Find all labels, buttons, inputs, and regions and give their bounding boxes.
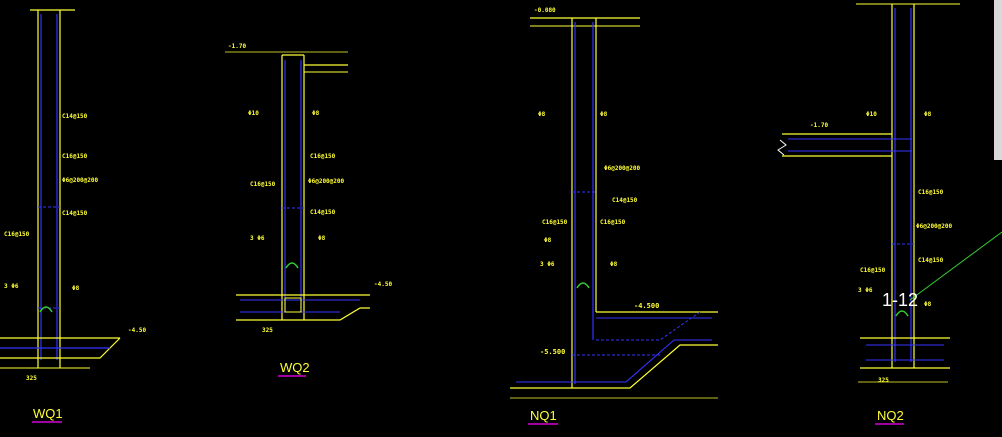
- nq2-title: NQ2: [877, 408, 904, 423]
- nq1-mid-elev: -4.500: [634, 302, 659, 310]
- wq2-section: -1.70 Φ10 Φ8 C16@150 Φ6@200@200 C14@150 …: [225, 43, 392, 377]
- nq2-slab: -1.70: [810, 122, 828, 129]
- nq1-section: -0.080 Φ8 Φ8 Φ6@200@200 C14@150 C16@150 …: [510, 7, 718, 425]
- wq1-base: 325: [26, 375, 37, 382]
- wq2-title: WQ2: [280, 360, 310, 375]
- wq1-left-3: Φ8: [72, 285, 80, 292]
- nq1-low-elev: -5.500: [540, 348, 565, 356]
- wq1-label-1: C14@150: [62, 113, 88, 120]
- nq2-b: Φ8: [924, 111, 932, 118]
- nq1-c: Φ6@200@200: [604, 165, 641, 172]
- wq1-left-2: 3 Φ6: [4, 283, 19, 290]
- nq1-h: 3 Φ6: [540, 261, 555, 268]
- nq1-top-elev: -0.080: [534, 7, 556, 14]
- wq2-elev: -4.50: [374, 281, 392, 288]
- nq2-e: C14@150: [918, 257, 944, 264]
- wq1-left-1: C16@150: [4, 231, 30, 238]
- wq1-title: WQ1: [33, 406, 63, 421]
- nq2-section: -1.70 Φ10 Φ8 C16@150 Φ6@200@200 C14@150 …: [777, 3, 1002, 425]
- nq1-a: Φ8: [538, 111, 546, 118]
- nq2-note: 1-12: [882, 290, 918, 310]
- wq2-b: Φ8: [312, 110, 320, 117]
- nq2-base: 325: [878, 377, 889, 384]
- wq2-f: C16@150: [250, 181, 276, 188]
- wq1-label-2: C16@150: [62, 153, 88, 160]
- nq2-a: Φ10: [866, 111, 877, 118]
- nq1-i: Φ8: [610, 261, 618, 268]
- nq1-g: Φ8: [544, 237, 552, 244]
- wq2-h: Φ8: [318, 235, 326, 242]
- wq2-d: Φ6@200@200: [308, 178, 345, 185]
- nq2-c: C16@150: [918, 189, 944, 196]
- wq1-section: C14@150 C16@150 Φ6@200@200 C14@150 C16@1…: [0, 9, 146, 423]
- wq1-elev: -4.50: [128, 327, 146, 334]
- nq2-d: Φ6@200@200: [916, 223, 953, 230]
- nq1-d: C14@150: [612, 197, 638, 204]
- nq1-title: NQ1: [530, 408, 557, 423]
- nq2-g: 3 Φ6: [858, 287, 873, 294]
- nq1-e: C16@150: [600, 219, 626, 226]
- wq1-label-4: C14@150: [62, 210, 88, 217]
- nq1-b: Φ8: [600, 111, 608, 118]
- wq2-c: C16@150: [310, 153, 336, 160]
- wq2-top-elev: -1.70: [228, 43, 246, 50]
- nq1-f: C16@150: [542, 219, 568, 226]
- wq1-label-3: Φ6@200@200: [62, 177, 99, 184]
- wq2-a: Φ10: [248, 110, 259, 117]
- nq2-h: Φ8: [924, 301, 932, 308]
- wq2-base: 325: [262, 327, 273, 334]
- nq2-f: C16@150: [860, 267, 886, 274]
- right-edge-panel[interactable]: [994, 0, 1002, 160]
- wq2-g: 3 Φ6: [250, 235, 265, 242]
- wq2-e: C14@150: [310, 209, 336, 216]
